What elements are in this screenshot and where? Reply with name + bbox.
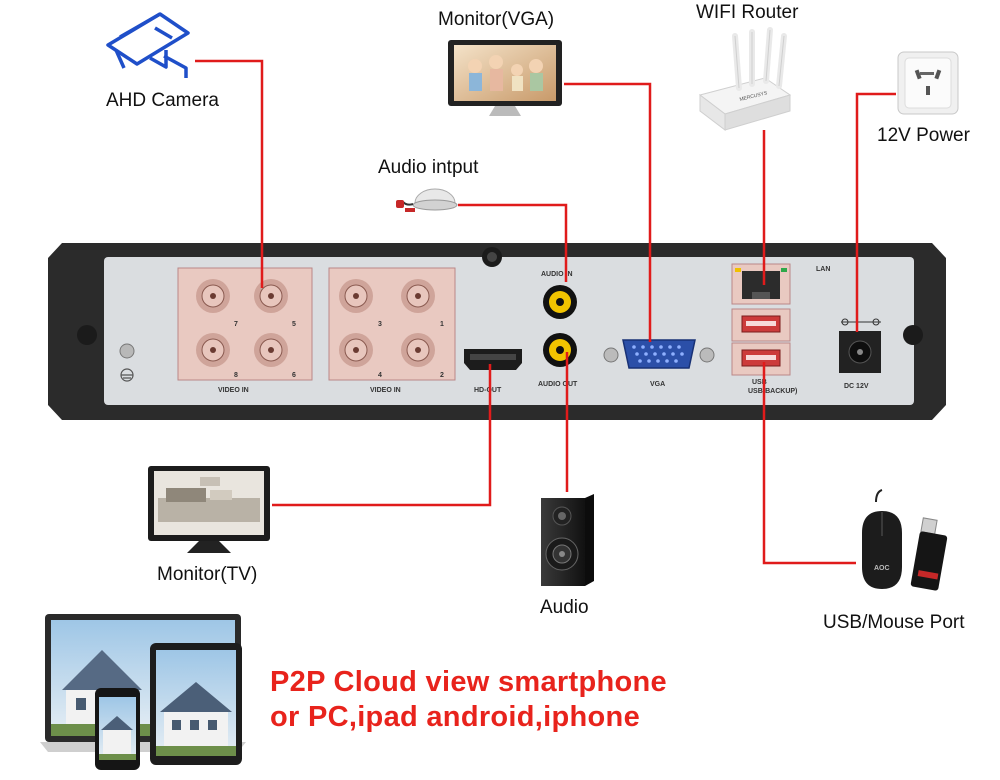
channel-label: 3 — [378, 321, 382, 328]
usb-backup-port[interactable]: USB USB(BACKUP) — [731, 342, 797, 395]
monitor-tv-icon — [148, 466, 270, 553]
line-usb — [762, 362, 856, 565]
hd-out-label: HD-OUT — [474, 387, 502, 394]
line-audio-input — [458, 203, 568, 282]
channel-label: 2 — [440, 372, 444, 379]
bnc-port[interactable] — [196, 279, 230, 313]
power-socket-icon — [897, 51, 959, 115]
bnc-port[interactable] — [254, 279, 288, 313]
audio-label: Audio — [540, 597, 589, 618]
audio-in-port[interactable]: AUDIO IN — [541, 271, 577, 319]
promo-line-2: or PC,ipad android,iphone — [270, 701, 640, 733]
promo-line-1: P2P Cloud view smartphone — [270, 666, 667, 698]
camera-icon — [106, 12, 190, 78]
channel-label: 7 — [234, 321, 238, 328]
wifi-router-label: WIFI Router — [696, 2, 799, 23]
dvr-screw — [903, 325, 923, 345]
audio-input-label: Audio intput — [378, 157, 479, 178]
channel-label: 5 — [292, 321, 296, 328]
hdmi-port[interactable]: HD-OUT — [464, 349, 522, 394]
vga-label: VGA — [650, 381, 665, 388]
power-12v-label: 12V Power — [877, 125, 970, 146]
video-in-group-right: 3 1 4 2 VIDEO IN — [328, 267, 456, 394]
line-tv — [272, 364, 492, 507]
ground-terminal — [119, 343, 135, 382]
monitor-tv-label: Monitor(TV) — [157, 564, 258, 585]
channel-label: 6 — [292, 372, 296, 379]
lan-label: LAN — [816, 266, 830, 273]
line-vga — [564, 82, 652, 342]
bnc-port[interactable] — [339, 333, 373, 367]
dc-power-port[interactable]: DC 12V — [839, 318, 881, 390]
vga-port[interactable]: VGA — [603, 339, 715, 388]
channel-label: 8 — [234, 372, 238, 379]
video-in-label: VIDEO IN — [218, 387, 249, 394]
mouse-brand-text: AOC — [874, 565, 890, 572]
connection-lines — [195, 59, 896, 565]
dvr-recorder: 7 5 8 6 VIDEO IN 3 1 4 2 VIDEO IN HD-OUT — [48, 243, 946, 420]
dvr-screw — [77, 325, 97, 345]
bnc-port[interactable] — [339, 279, 373, 313]
monitor-vga-label: Monitor(VGA) — [438, 9, 555, 30]
line-power — [855, 92, 896, 332]
line-camera — [195, 59, 264, 288]
channel-label: 1 — [440, 321, 444, 328]
usb-port[interactable] — [731, 308, 791, 342]
audio-in-label: AUDIO IN — [541, 271, 573, 278]
bnc-port[interactable] — [196, 333, 230, 367]
audio-out-label: AUDIO OUT — [538, 381, 578, 388]
bnc-port[interactable] — [254, 333, 288, 367]
usb-label: USB — [752, 379, 767, 386]
microphone-icon — [396, 188, 458, 212]
video-in-label: VIDEO IN — [370, 387, 401, 394]
video-in-group-left: 7 5 8 6 VIDEO IN — [177, 267, 313, 394]
monitor-vga-icon — [448, 40, 562, 116]
usb-stick-icon — [910, 517, 948, 591]
channel-label: 4 — [378, 372, 382, 379]
usb-backup-label: USB(BACKUP) — [748, 388, 797, 395]
mouse-icon: AOC — [862, 489, 902, 589]
bnc-port[interactable] — [401, 279, 435, 313]
devices-icon — [40, 614, 246, 770]
audio-out-port[interactable]: AUDIO OUT — [538, 333, 578, 388]
router-icon: MERCUSYS — [698, 27, 792, 132]
lan-port[interactable]: LAN — [731, 263, 830, 305]
usb-mouse-label: USB/Mouse Port — [823, 612, 965, 633]
bnc-port[interactable] — [401, 333, 435, 367]
dc-12v-label: DC 12V — [844, 383, 869, 390]
ahd-camera-label: AHD Camera — [106, 90, 219, 111]
speaker-icon — [541, 494, 594, 586]
